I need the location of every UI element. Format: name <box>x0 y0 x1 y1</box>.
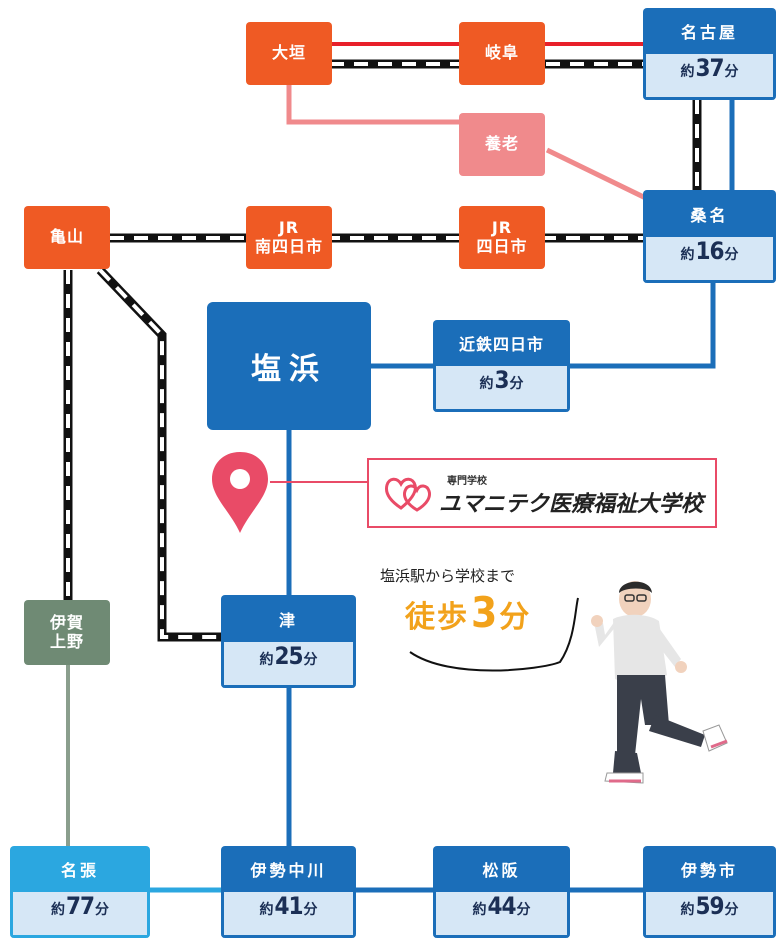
yoro-line-east <box>545 147 662 208</box>
station-gifu-label: 岐阜 <box>484 43 519 63</box>
station-kameyama[interactable]: 亀山 <box>24 206 110 269</box>
walk-bubble-outline <box>409 597 579 672</box>
walk-label: 徒歩 <box>405 600 469 635</box>
time-suffix: 分 <box>303 652 318 668</box>
station-jr-yokkaichi[interactable]: JR 四日市 <box>459 206 545 269</box>
school-name: ユマニテク医療福祉大学校 <box>439 492 704 517</box>
time-suffix: 分 <box>724 902 739 918</box>
walk-time: 徒歩 3 分 <box>405 588 529 637</box>
time-prefix: 約 <box>680 902 695 918</box>
time-suffix: 分 <box>516 902 531 918</box>
hearts-logo-icon <box>385 477 431 512</box>
time-suffix: 分 <box>95 902 110 918</box>
location-pin-icon <box>212 452 268 533</box>
time-prefix: 約 <box>50 902 65 918</box>
time-minutes: 41 <box>274 892 303 920</box>
time-prefix: 約 <box>472 902 487 918</box>
time-suffix: 分 <box>509 376 524 392</box>
walk-minutes: 3 <box>471 588 498 637</box>
station-matsusaka-name: 松阪 <box>433 846 570 892</box>
station-jr-minami-yokkaichi-label: JR 南四日市 <box>254 218 323 256</box>
station-shiohama-label: 塩浜 <box>251 352 327 387</box>
yoro-line-west <box>286 85 460 125</box>
walking-person-illustration <box>591 581 728 784</box>
station-shiohama[interactable]: 塩浜 <box>207 302 371 430</box>
time-prefix: 約 <box>259 652 274 668</box>
time-minutes: 77 <box>65 892 95 920</box>
time-minutes: 37 <box>695 54 724 82</box>
time-minutes: 16 <box>695 237 724 265</box>
station-nabari-name: 名張 <box>10 846 150 892</box>
station-ise-nakagawa-name: 伊勢中川 <box>221 846 356 892</box>
station-iseshi-name: 伊勢市 <box>643 846 776 892</box>
time-prefix: 約 <box>680 64 695 80</box>
time-prefix: 約 <box>259 902 274 918</box>
station-gifu[interactable]: 岐阜 <box>459 22 545 85</box>
school-label-box[interactable]: 専門学校 ユマニテク医療福祉大学校 <box>367 458 717 528</box>
station-jr-minami-yokkaichi[interactable]: JR 南四日市 <box>246 206 332 269</box>
station-jr-yokkaichi-label: JR 四日市 <box>476 218 528 256</box>
school-subtitle: 専門学校 <box>447 476 487 487</box>
station-iga-ueno-label: 伊賀 上野 <box>49 613 84 651</box>
walk-unit: 分 <box>499 600 530 635</box>
station-tsu-name: 津 <box>221 595 356 642</box>
time-prefix: 約 <box>680 247 695 263</box>
time-minutes: 3 <box>494 366 509 394</box>
time-suffix: 分 <box>724 64 739 80</box>
station-yoro[interactable]: 養老 <box>459 113 545 176</box>
jr-lines <box>63 59 702 642</box>
station-kuwana-name: 桑名 <box>643 190 776 237</box>
time-minutes: 25 <box>274 642 303 670</box>
time-minutes: 59 <box>695 892 724 920</box>
station-yoro-label: 養老 <box>484 134 519 154</box>
time-prefix: 約 <box>479 376 494 392</box>
station-nagoya-name: 名古屋 <box>643 8 776 54</box>
kintetsu-lines <box>286 100 735 893</box>
time-suffix: 分 <box>303 902 318 918</box>
time-minutes: 44 <box>487 892 516 920</box>
station-iga-ueno[interactable]: 伊賀 上野 <box>24 600 110 665</box>
station-kameyama-label: 亀山 <box>49 227 84 247</box>
station-ogaki-label: 大垣 <box>271 43 306 63</box>
walk-caption: 塩浜駅から学校まで <box>380 567 516 585</box>
kintetsu-kuwana-yokkaichi <box>570 283 716 369</box>
station-kintetsu-yokkaichi-name: 近鉄四日市 <box>433 320 570 366</box>
station-ogaki[interactable]: 大垣 <box>246 22 332 85</box>
time-suffix: 分 <box>724 247 739 263</box>
